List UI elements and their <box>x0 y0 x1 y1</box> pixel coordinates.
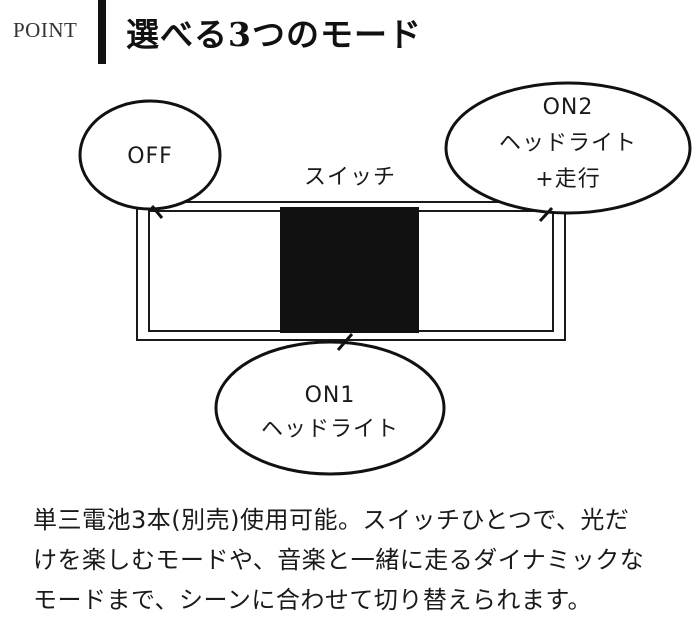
on1-label-line1: ON1 <box>305 383 356 408</box>
on2-label-line2: ヘッドライト <box>499 131 637 156</box>
description-line: 単三電池3本(別売)使用可能。スイッチひとつで、光だ <box>33 506 630 534</box>
on2-label-line1: ON2 <box>543 95 594 120</box>
title-accent-bar <box>98 0 106 64</box>
switch-knob <box>280 207 419 333</box>
off-pointer <box>150 205 164 219</box>
page-title: 選べる3つのモード <box>126 15 422 54</box>
on2-bubble <box>444 81 692 215</box>
off-label: OFF <box>127 144 173 169</box>
switch-housing-outer <box>136 201 566 341</box>
switch-label: スイッチ <box>304 165 396 190</box>
on1-pointer <box>336 333 354 351</box>
description-line: けを楽しむモードや、音楽と一緒に走るダイナミックな <box>33 546 645 574</box>
on1-label-line2: ヘッドライト <box>261 417 399 442</box>
point-label: POINT <box>13 18 78 42</box>
on2-label-line3: +走行 <box>535 167 600 192</box>
description-line: モードまで、シーンに合わせて切り替えられます。 <box>33 586 592 614</box>
on2-pointer <box>538 206 554 223</box>
mode-diagram: スイッチ OFF ON2 ヘッドライト +走行 ON1 ヘッドライト <box>78 81 692 476</box>
on1-bubble <box>214 340 446 476</box>
off-bubble <box>78 99 222 211</box>
description: 単三電池3本(別売)使用可能。スイッチひとつで、光だ けを楽しむモードや、音楽と… <box>33 500 683 620</box>
